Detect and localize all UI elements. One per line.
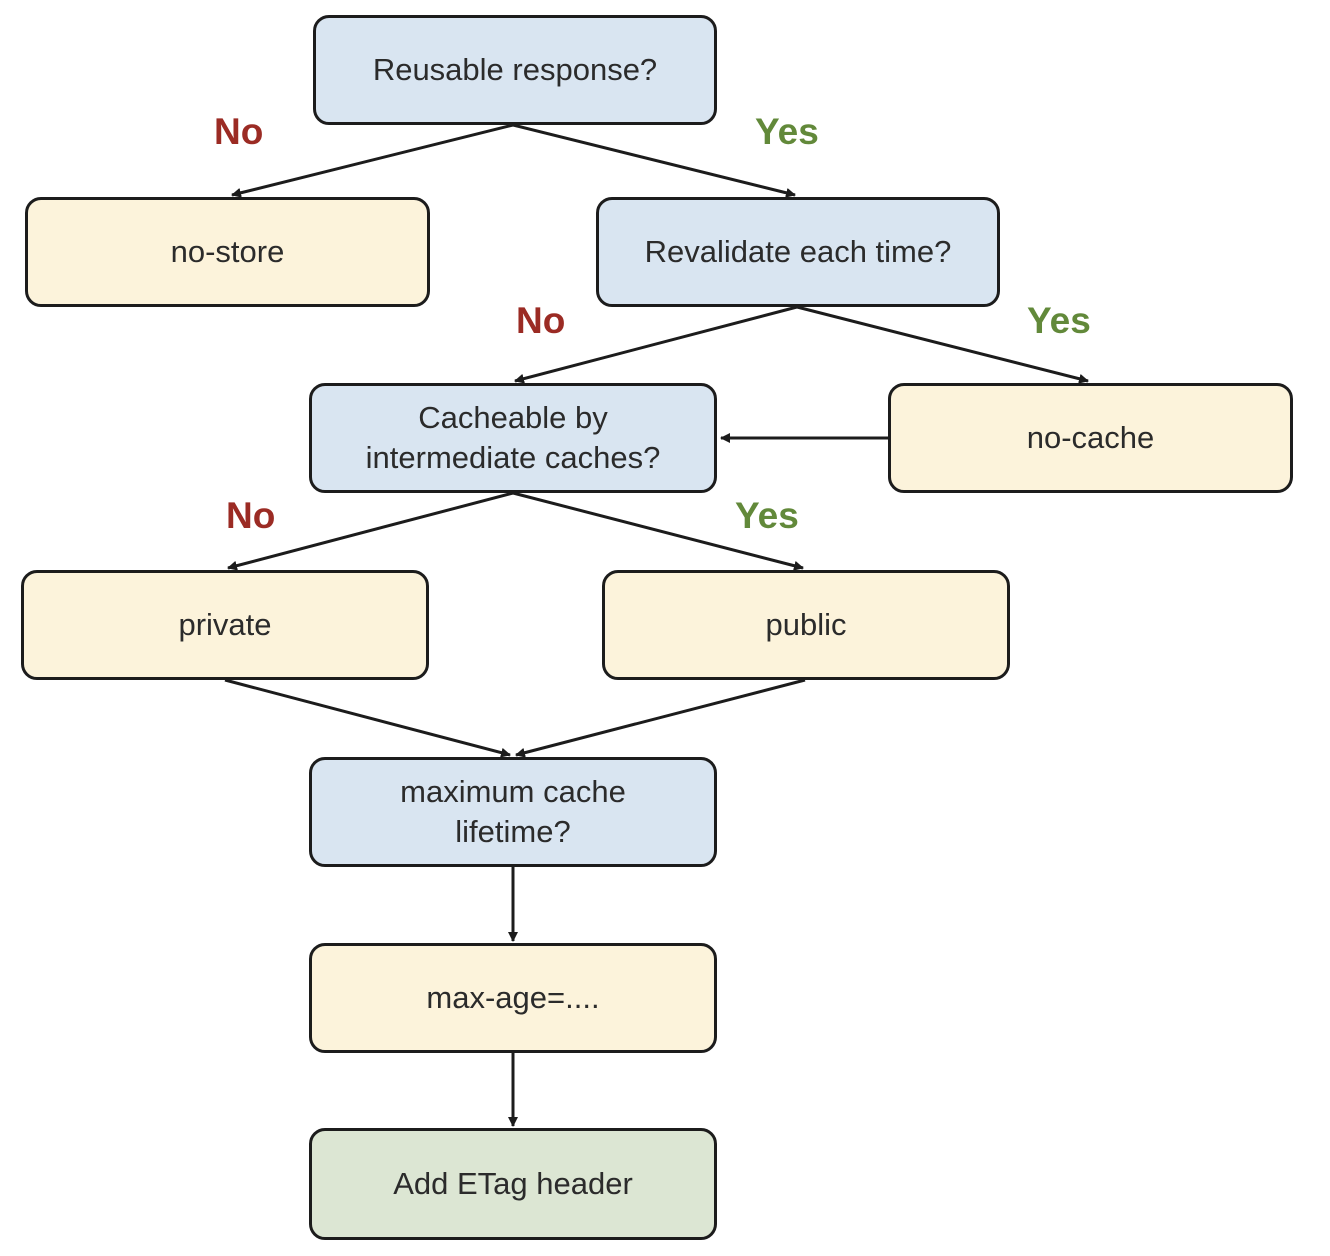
node-maximum-cache-lifetime: maximum cache lifetime? (309, 757, 717, 867)
arrow-revalidate-to-nocache (796, 305, 1089, 384)
node-reusable-response: Reusable response? (313, 15, 717, 125)
arrow-public-to-maxlife (515, 678, 806, 758)
edge-label-yes: Yes (735, 495, 799, 536)
edge-label-no: No (516, 300, 566, 341)
node-public: public (602, 570, 1010, 680)
edge-label-yes: Yes (755, 111, 819, 152)
node-cacheable-by-intermediate: Cacheable by intermediate caches? (309, 383, 717, 493)
node-private: private (21, 570, 429, 680)
edge-label-no: No (214, 111, 264, 152)
arrow-cacheable-to-public (512, 491, 804, 571)
node-add-etag-header: Add ETag header (309, 1128, 717, 1240)
edge-label-no: No (226, 495, 276, 536)
arrow-cacheable-to-private (227, 491, 514, 571)
arrow-reusable-to-nostore (231, 123, 514, 198)
node-max-age: max-age=.... (309, 943, 717, 1053)
arrow-reusable-to-revalidate (512, 123, 796, 198)
arrow-private-to-maxlife (224, 678, 511, 758)
node-no-cache: no-cache (888, 383, 1293, 493)
node-revalidate-each-time: Revalidate each time? (596, 197, 1000, 307)
edge-label-yes: Yes (1027, 300, 1091, 341)
arrow-revalidate-to-cacheable (514, 305, 798, 384)
node-no-store: no-store (25, 197, 430, 307)
